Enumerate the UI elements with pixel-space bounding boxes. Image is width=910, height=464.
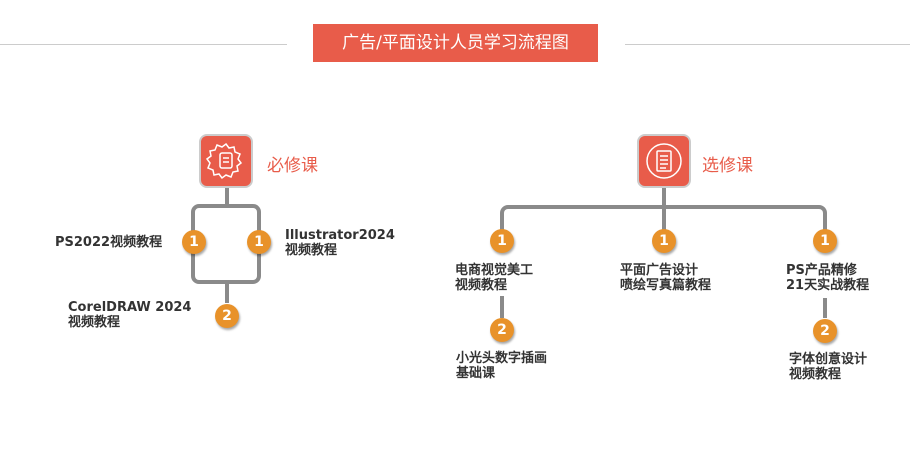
course-print-ad[interactable]: 平面广告设计喷绘写真篇教程 (620, 263, 711, 293)
connector (823, 298, 827, 318)
step-badge: 2 (215, 304, 239, 328)
course-ecommerce[interactable]: 电商视觉美工视频教程 (455, 263, 533, 293)
course-title: Illustrator2024 (285, 228, 395, 243)
connector (225, 188, 229, 206)
step-badge: 1 (813, 229, 837, 253)
step-badge: 1 (182, 230, 206, 254)
course-font-design[interactable]: 字体创意设计视频教程 (789, 352, 867, 382)
course-ps2022[interactable]: PS2022视频教程 (55, 235, 162, 250)
connector (500, 296, 504, 318)
required-category-label: 必修课 (267, 156, 318, 176)
step-badge: 1 (247, 230, 271, 254)
course-title: 电商视觉美工 (455, 263, 534, 278)
course-title: 小光头数字插画 (456, 351, 548, 366)
divider-right (625, 44, 910, 45)
divider-left (0, 44, 287, 45)
certificate-hand-icon (199, 134, 253, 188)
list-document-icon (637, 134, 691, 188)
page-title: 广告/平面设计人员学习流程图 (313, 24, 598, 62)
course-title: 字体创意设计 (789, 352, 868, 367)
course-subtitle: 21天实战教程 (786, 278, 870, 293)
course-subtitle: 视频教程 (285, 243, 338, 258)
elective-category-label: 选修课 (702, 156, 753, 176)
course-subtitle: 视频教程 (455, 278, 508, 293)
step-badge: 1 (490, 229, 514, 253)
connector (662, 205, 666, 235)
connector (662, 188, 666, 208)
course-title: CorelDRAW 2024 (68, 300, 192, 315)
step-badge: 1 (652, 229, 676, 253)
course-subtitle: 喷绘写真篇教程 (620, 278, 712, 293)
course-subtitle: 视频教程 (789, 367, 842, 382)
step-badge: 2 (490, 318, 514, 342)
course-title: 平面广告设计 (620, 263, 699, 278)
course-title: PS2022视频教程 (55, 235, 163, 250)
connector (225, 283, 229, 303)
course-subtitle: 视频教程 (68, 315, 121, 330)
step-badge: 2 (813, 319, 837, 343)
course-subtitle: 基础课 (456, 366, 496, 381)
course-title: PS产品精修 (786, 263, 857, 278)
course-illustration[interactable]: 小光头数字插画基础课 (456, 351, 547, 381)
